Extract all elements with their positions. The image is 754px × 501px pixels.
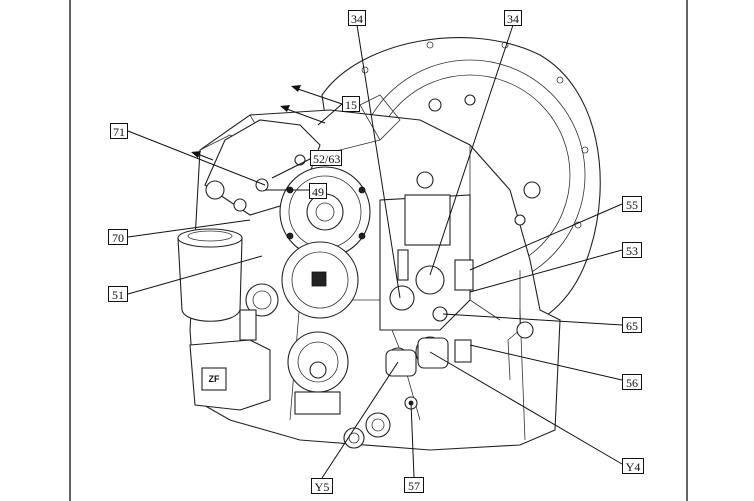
callout-70: 70 bbox=[108, 229, 128, 245]
callout-65: 65 bbox=[622, 317, 642, 333]
callout-y4: Y4 bbox=[622, 458, 644, 474]
left-cylinder bbox=[239, 283, 279, 341]
callout-52-63: 52/63 bbox=[310, 150, 342, 166]
callout-49: 49 bbox=[309, 183, 327, 199]
callout-53: 53 bbox=[622, 242, 642, 258]
callout-55: 55 bbox=[622, 196, 642, 212]
callout-15: 15 bbox=[342, 96, 360, 112]
leader-lines bbox=[127, 24, 623, 479]
callout-34-right: 34 bbox=[504, 10, 522, 26]
right-fittings bbox=[359, 94, 541, 381]
arrows bbox=[191, 85, 343, 161]
zf-logo-mark: ZF bbox=[208, 374, 220, 384]
middle-flange bbox=[281, 241, 359, 319]
control-valve-block bbox=[379, 194, 474, 363]
callout-56: 56 bbox=[622, 374, 642, 390]
lower-flange bbox=[287, 331, 349, 415]
drain-plug-y5 bbox=[343, 412, 391, 449]
lower-left-block bbox=[189, 339, 271, 411]
callout-71: 71 bbox=[110, 123, 128, 139]
callout-57: 57 bbox=[404, 477, 424, 493]
callout-34-left: 34 bbox=[348, 10, 366, 26]
oil-filter bbox=[177, 228, 243, 322]
callout-51: 51 bbox=[108, 286, 128, 302]
callout-y5: Y5 bbox=[311, 478, 333, 494]
